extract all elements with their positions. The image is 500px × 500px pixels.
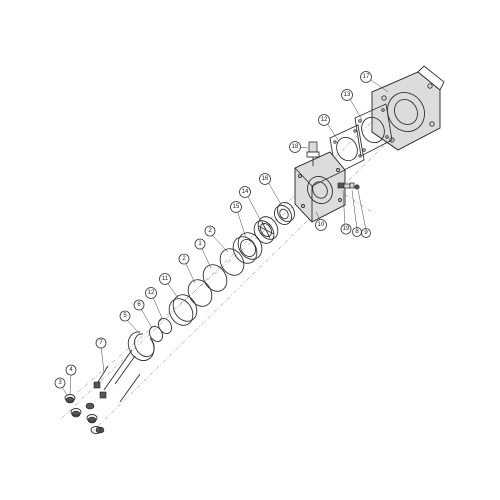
svg-text:15: 15 (233, 204, 240, 210)
callout-18: 18 (289, 141, 301, 153)
part-3-4-nuts-washers (64, 394, 105, 434)
part-16-hub (274, 202, 295, 225)
callout-10: 10 (315, 219, 327, 231)
svg-text:12: 12 (148, 290, 155, 296)
svg-text:10: 10 (318, 222, 325, 228)
part-12-small-ring (157, 318, 173, 334)
svg-text:16: 16 (262, 176, 269, 182)
callout-2-upper: 2 (204, 225, 216, 237)
part-7-studs (93, 349, 141, 403)
callout-15: 15 (230, 201, 242, 213)
callout-13: 13 (341, 89, 353, 101)
callout-12: 12 (318, 114, 330, 126)
part-13-gasket (354, 103, 393, 157)
svg-text:14: 14 (242, 189, 249, 195)
callout-12-lower: 12 (145, 287, 157, 299)
svg-text:8: 8 (355, 229, 359, 235)
part-2-ring-lower (187, 279, 213, 307)
part-2-ring-upper (219, 248, 245, 276)
callout-2-lower: 2 (178, 253, 190, 265)
svg-text:2: 2 (182, 256, 186, 262)
callouts: 17 13 12 18 16 14 15 10 (54, 71, 372, 389)
part-18-fitting (306, 141, 320, 166)
callout-8: 8 (352, 227, 362, 237)
callout-6: 6 (133, 299, 145, 311)
callout-17: 17 (360, 71, 372, 83)
part-1-ring (202, 264, 228, 292)
callout-16: 16 (259, 173, 271, 185)
part-11-ring (168, 294, 198, 326)
svg-text:6: 6 (137, 302, 141, 308)
svg-text:5: 5 (123, 313, 127, 319)
svg-text:19: 19 (343, 226, 350, 232)
svg-text:13: 13 (344, 92, 351, 98)
part-5-snap-ring (127, 331, 155, 361)
callout-1: 1 (194, 238, 206, 250)
svg-text:17: 17 (363, 74, 370, 80)
svg-text:7: 7 (99, 340, 103, 346)
svg-text:12: 12 (321, 117, 328, 123)
svg-text:18: 18 (292, 144, 299, 150)
part-10-pump-body (294, 151, 346, 223)
callout-9: 9 (361, 228, 371, 238)
callout-19: 19 (340, 223, 352, 235)
svg-text:2: 2 (208, 228, 212, 234)
callout-14: 14 (239, 186, 251, 198)
leader-lines (60, 79, 389, 397)
svg-text:9: 9 (364, 230, 368, 236)
callout-11: 11 (159, 273, 171, 285)
assembly-axes (61, 94, 411, 433)
svg-text:4: 4 (69, 367, 73, 373)
part-6-small-ring (148, 326, 164, 342)
callout-5: 5 (119, 310, 131, 322)
part-15-ring (232, 232, 263, 264)
svg-text:1: 1 (198, 241, 202, 247)
part-19-8-9-side-fitting (337, 182, 360, 190)
callout-4: 4 (65, 364, 77, 376)
callout-3: 3 (54, 377, 66, 389)
part-14-impeller (253, 216, 279, 244)
callout-7: 7 (95, 337, 107, 349)
svg-text:3: 3 (58, 380, 62, 386)
svg-text:11: 11 (162, 276, 169, 282)
